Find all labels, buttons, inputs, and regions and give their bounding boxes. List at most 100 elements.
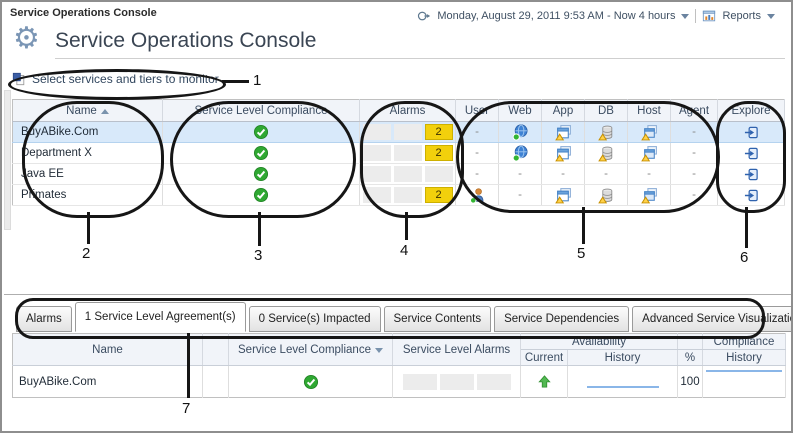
user-tier-cell: - — [455, 121, 499, 143]
title-divider — [55, 58, 785, 59]
explore-icon[interactable] — [744, 188, 759, 203]
app-tier-cell[interactable] — [541, 121, 585, 143]
sla-row-buyabike[interactable]: BuyABike.Com 100 — [12, 365, 786, 398]
user-tier-cell[interactable] — [455, 184, 499, 206]
explore-icon[interactable] — [744, 146, 759, 161]
host-tier-icon — [641, 145, 658, 162]
alarms-cell[interactable]: 2 — [359, 184, 456, 206]
sla-col-compliance-history[interactable]: History — [702, 349, 786, 366]
service-row-departmentx[interactable]: Department X 2 - - — [12, 142, 785, 164]
service-name[interactable]: BuyABike.Com — [12, 121, 163, 143]
app-tier-cell[interactable] — [541, 142, 585, 164]
sla-pct-cell: 100 — [677, 365, 703, 398]
sla-subheader-row: Current History % History — [13, 349, 786, 366]
callout-line-1 — [222, 80, 249, 83]
explore-icon[interactable] — [744, 125, 759, 140]
service-name[interactable]: Primates — [12, 184, 163, 206]
callout-line-3 — [258, 212, 261, 246]
app-tier-icon — [555, 124, 572, 141]
callout-number-1: 1 — [253, 72, 262, 89]
sla-col-pct[interactable]: % — [677, 349, 703, 366]
sla-col-current[interactable]: Current — [520, 349, 568, 366]
db-tier-icon — [598, 124, 615, 141]
service-name[interactable]: Department X — [12, 142, 163, 164]
explore-cell[interactable] — [717, 163, 785, 185]
alarms-cell[interactable]: 2 — [359, 121, 456, 143]
sla-col-name[interactable]: Name — [12, 333, 203, 366]
tab-service-dependencies[interactable]: Service Dependencies — [494, 306, 630, 332]
host-tier-cell[interactable] — [627, 142, 671, 164]
page-title: Service Operations Console — [55, 29, 317, 52]
time-range-selector[interactable]: Monday, August 29, 2011 9:53 AM - Now 4 … — [437, 10, 676, 22]
sla-table: Name Service Level Compliance Service Le… — [12, 333, 786, 398]
service-row-buyabike[interactable]: BuyABike.Com 2 - - — [12, 121, 785, 143]
agent-tier-cell: - — [670, 184, 718, 206]
service-row-primates[interactable]: Primates 2 - - — [12, 184, 785, 206]
panel-splitter[interactable] — [4, 90, 11, 230]
app-tier-icon — [555, 187, 572, 204]
explore-cell[interactable] — [717, 121, 785, 143]
col-user[interactable]: User — [455, 99, 499, 122]
app-tier-cell[interactable] — [541, 184, 585, 206]
col-name[interactable]: Name — [12, 99, 163, 122]
col-service-level-compliance[interactable]: Service Level Compliance — [162, 99, 360, 122]
col-host[interactable]: Host — [627, 99, 671, 122]
host-tier-icon — [641, 187, 658, 204]
reports-menu[interactable]: Reports — [722, 10, 761, 22]
compliance-cell — [162, 163, 360, 185]
agent-tier-cell: - — [670, 163, 718, 185]
compliance-cell — [162, 184, 360, 206]
callout-number-3: 3 — [254, 247, 263, 264]
col-app[interactable]: App — [541, 99, 585, 122]
panel-select-icon — [12, 72, 26, 86]
tab-service-contents[interactable]: Service Contents — [383, 306, 492, 332]
alarms-cell[interactable] — [359, 163, 456, 185]
host-tier-cell[interactable] — [627, 184, 671, 206]
col-alarms[interactable]: Alarms — [359, 99, 456, 122]
service-name[interactable]: Java EE — [12, 163, 163, 185]
callout-number-7: 7 — [182, 400, 191, 417]
db-tier-cell[interactable] — [584, 142, 628, 164]
col-web[interactable]: Web — [498, 99, 542, 122]
host-tier-cell[interactable] — [627, 121, 671, 143]
compliance-ok-icon — [253, 166, 269, 182]
service-row-javaee[interactable]: Java EE - - - - - - — [12, 163, 785, 185]
sla-name[interactable]: BuyABike.Com — [12, 365, 203, 398]
time-range-caret-icon[interactable] — [681, 13, 690, 19]
alarms-cell[interactable]: 2 — [359, 142, 456, 164]
callout-number-5: 5 — [577, 245, 586, 262]
sla-col-history[interactable]: History — [567, 349, 678, 366]
reports-caret-icon[interactable] — [767, 13, 775, 19]
sla-group-availability: Availability — [520, 333, 678, 350]
db-tier-icon — [598, 187, 615, 204]
tab-services-impacted[interactable]: 0 Service(s) Impacted — [248, 306, 381, 332]
availability-up-icon — [537, 374, 552, 389]
db-tier-cell[interactable] — [584, 121, 628, 143]
sla-col-alarms[interactable]: Service Level Alarms — [392, 333, 521, 366]
callout-line-6 — [745, 207, 748, 248]
sla-col-compliance[interactable]: Service Level Compliance — [228, 333, 393, 366]
availability-history-sparkline — [586, 385, 659, 388]
compliance-cell — [162, 142, 360, 164]
tab-alarms[interactable]: Alarms — [16, 306, 72, 332]
sla-current-cell — [520, 365, 568, 398]
callout-line-5 — [582, 207, 585, 244]
select-services-link[interactable]: Select services and tiers to monitor — [32, 72, 219, 86]
explore-cell[interactable] — [717, 184, 785, 206]
explore-icon[interactable] — [744, 167, 759, 182]
web-tier-cell[interactable] — [498, 142, 542, 164]
explore-cell[interactable] — [717, 142, 785, 164]
db-tier-cell[interactable] — [584, 184, 628, 206]
sla-compliance-cell — [228, 365, 393, 398]
compliance-ok-icon — [303, 374, 319, 390]
callout-line-4 — [405, 212, 408, 240]
tab-service-level-agreements[interactable]: 1 Service Level Agreement(s) — [74, 302, 246, 332]
gear-icon: ⚙ — [13, 22, 40, 55]
sla-col-empty — [202, 333, 229, 366]
col-db[interactable]: DB — [584, 99, 628, 122]
col-agent[interactable]: Agent — [670, 99, 718, 122]
web-tier-cell[interactable] — [498, 121, 542, 143]
services-table: Name Service Level Compliance Alarms Use… — [12, 99, 785, 206]
breadcrumb[interactable]: Service Operations Console — [10, 7, 157, 19]
tab-advanced-service-visualization[interactable]: Advanced Service Visualization — [632, 306, 791, 332]
